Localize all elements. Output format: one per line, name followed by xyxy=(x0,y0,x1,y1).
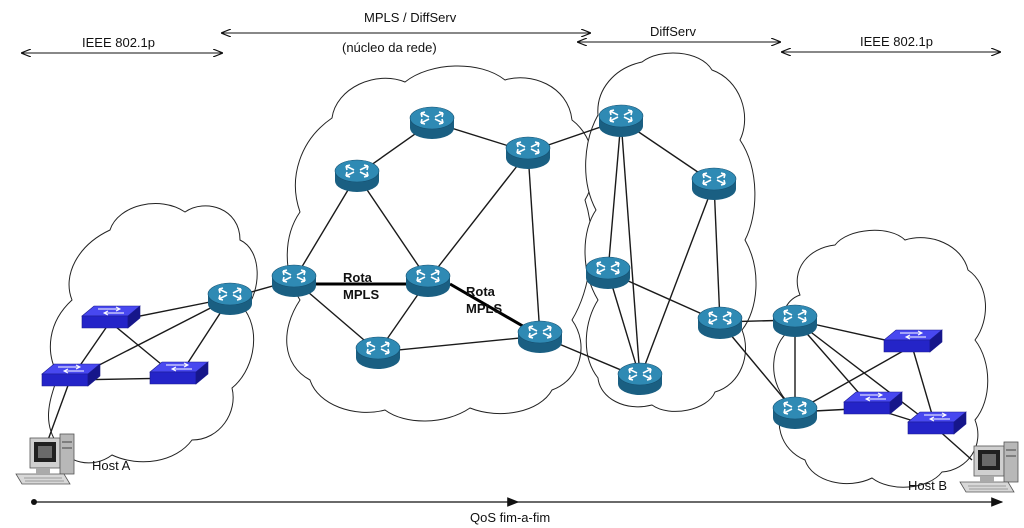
label-ieee-left: IEEE 802.1p xyxy=(82,35,155,50)
router-icon xyxy=(772,304,818,338)
router-icon xyxy=(334,159,380,193)
router-icon xyxy=(409,106,455,140)
label-nucleo: (núcleo da rede) xyxy=(342,40,437,55)
switch-icon xyxy=(843,391,903,415)
switch-icon xyxy=(149,361,209,385)
host-computer-icon xyxy=(15,433,75,485)
label-ieee-right: IEEE 802.1p xyxy=(860,34,933,49)
label-qos: QoS fim-a-fim xyxy=(470,510,550,525)
label-rota-1: Rota xyxy=(343,270,373,285)
router-icon xyxy=(505,136,551,170)
label-host-b: Host B xyxy=(908,478,947,493)
switch-icon xyxy=(41,363,101,387)
router-icon xyxy=(617,362,663,396)
router-icon xyxy=(517,320,563,354)
router-icon xyxy=(697,306,743,340)
router-icon xyxy=(691,167,737,201)
label-diffserv: DiffServ xyxy=(650,24,696,39)
switch-icon xyxy=(883,329,943,353)
cloud-right xyxy=(773,229,989,488)
label-mpls-1: MPLS xyxy=(343,287,379,302)
switch-icon xyxy=(907,411,967,435)
label-mpls-2: MPLS xyxy=(466,301,502,316)
label-mpls-diffserv: MPLS / DiffServ xyxy=(364,10,457,25)
router-icon xyxy=(598,104,644,138)
router-icon xyxy=(585,256,631,290)
router-icon xyxy=(355,336,401,370)
label-host-a: Host A xyxy=(92,458,131,473)
router-icon xyxy=(772,396,818,430)
label-rota-2: Rota xyxy=(466,284,496,299)
router-icon xyxy=(207,282,253,316)
router-icon xyxy=(405,264,451,298)
cloud-left xyxy=(48,203,258,464)
router-icon xyxy=(271,264,317,298)
switch-icon xyxy=(81,305,141,329)
